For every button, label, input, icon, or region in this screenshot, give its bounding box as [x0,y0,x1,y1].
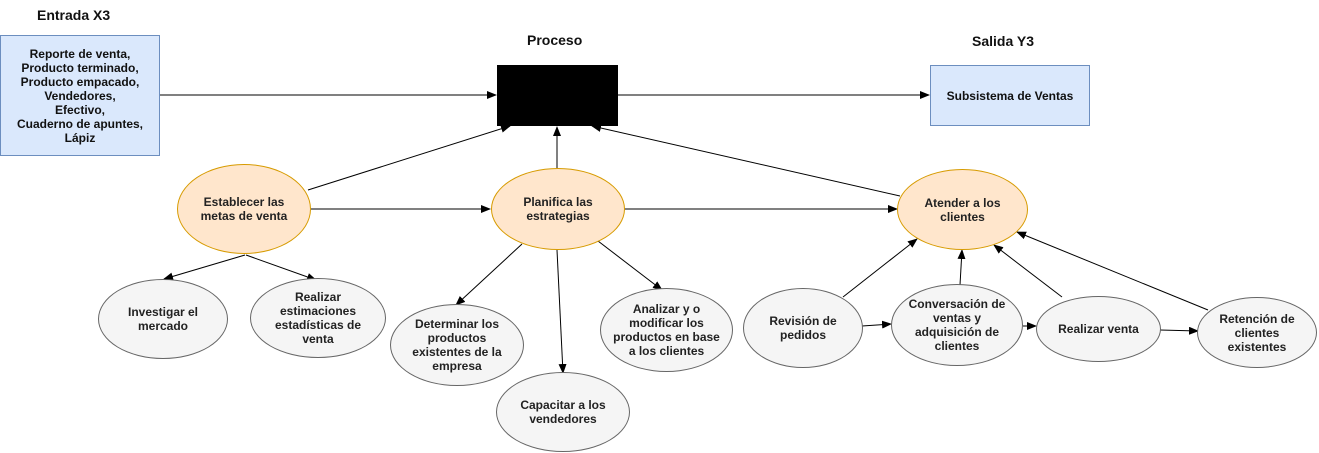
node-planifica-estrategias: Planifica las estrategias [491,168,625,250]
node-revision-pedidos: Revisión de pedidos [743,288,863,368]
input-header: Entrada X3 [37,7,111,23]
arrow-estrategias-to-capacitar [556,249,567,374]
node-establecer-metas: Establecer las metas de venta [177,164,311,254]
arrow-realizar-to-retencion [1159,326,1199,335]
output-header: Salida Y3 [972,33,1035,49]
arrow-revision-to-conversacion [861,320,892,329]
arrow-retencion-to-atender [1016,231,1209,311]
arrow-estrategias-to-analizar [597,240,663,291]
node-realizar-estimaciones: Realizar estimaciones estadísticas de ve… [250,278,386,358]
arrow-estrategias-to-productos [455,243,523,306]
arrow-metas-to-process [307,124,511,191]
node-analizar-productos: Analizar y o modificar los productos en … [600,288,733,372]
process-black-box [497,65,618,126]
inputs-box: Reporte de venta, Producto terminado, Pr… [0,35,160,156]
node-conversacion-ventas: Conversación de ventas y adquisición de … [891,284,1023,366]
arrow-conversacion-to-atender [957,249,966,286]
arrow-atender-to-process [591,124,901,197]
process-header: Proceso [527,32,583,48]
node-investigar-mercado: Investigar el mercado [98,279,228,359]
node-atender-clientes: Atender a los clientes [897,169,1028,250]
node-determinar-productos: Determinar los productos existentes de l… [390,304,524,386]
output-box: Subsistema de Ventas [930,65,1090,126]
arrow-realizar-to-atender [993,244,1063,298]
arrow-metas-to-investigar [163,254,246,281]
arrow-metas-to-estimaciones [245,254,317,281]
arrow-revision-to-atender [842,238,918,298]
node-capacitar-vendedores: Capacitar a los vendedores [496,372,630,452]
node-retencion-clientes: Retención de clientes existentes [1197,297,1317,368]
node-realizar-venta: Realizar venta [1036,296,1161,362]
